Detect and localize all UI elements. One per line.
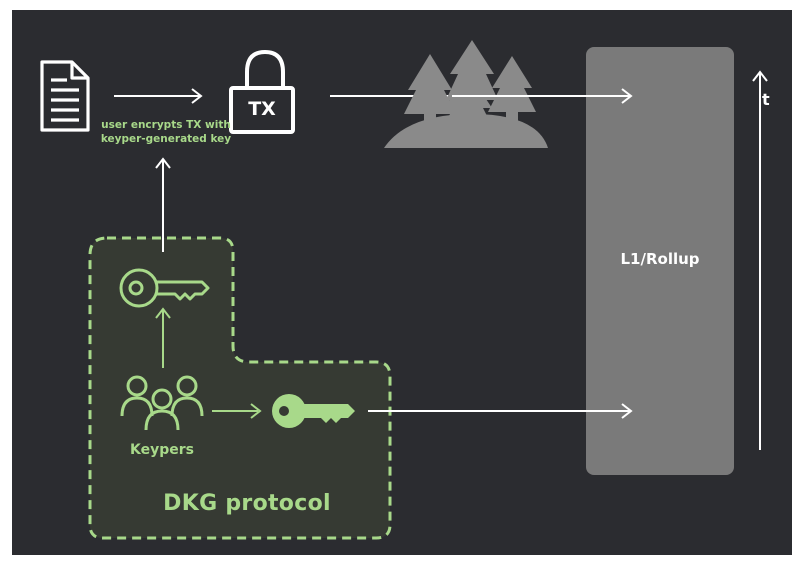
dkg-protocol-label: DKG protocol	[163, 491, 331, 516]
encryption-caption: user encrypts TX with keyper-generated k…	[100, 118, 232, 146]
trees-icon	[384, 40, 548, 148]
keypers-label: Keypers	[130, 442, 194, 458]
lock-icon	[229, 49, 295, 134]
arrow-document-to-lock	[114, 88, 203, 104]
key-outline-icon	[119, 268, 210, 308]
encryption-caption-line2: keyper-generated key	[100, 133, 232, 145]
lock-label: TX	[248, 98, 276, 120]
key-solid-icon	[272, 394, 355, 428]
arrow-key-to-rollup	[368, 403, 633, 419]
arrow-keypers-to-solid-key	[212, 403, 262, 419]
diagram-svg	[40, 40, 768, 540]
keypers-group-icon	[120, 375, 204, 431]
time-label: t	[762, 90, 770, 109]
document-icon	[40, 60, 90, 132]
rollup-label: L1/Rollup	[620, 250, 700, 268]
diagram-canvas: user encrypts TX with keyper-generated k…	[12, 10, 792, 555]
arrow-lock-to-rollup-head	[452, 88, 633, 104]
arrow-keypers-to-key	[155, 307, 171, 368]
rollup-bar	[586, 47, 734, 475]
encryption-caption-line1: user encrypts TX with	[101, 119, 231, 131]
time-arrow	[752, 70, 768, 450]
arrow-key-to-encryption	[155, 157, 171, 252]
